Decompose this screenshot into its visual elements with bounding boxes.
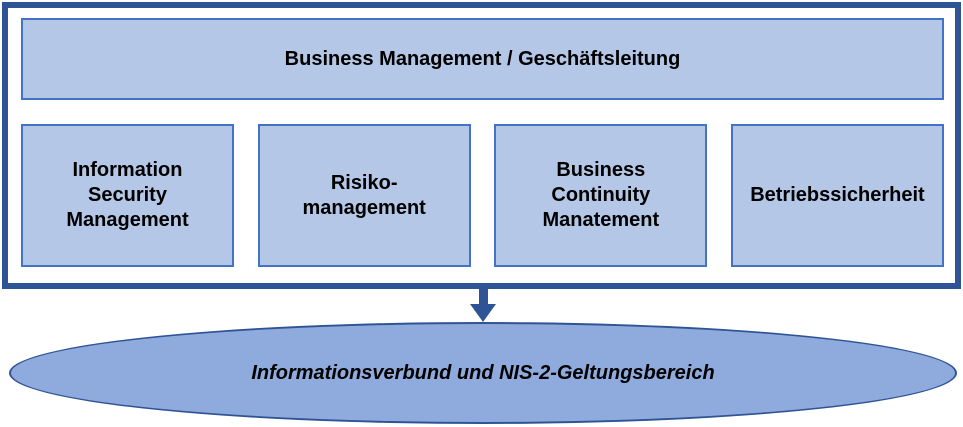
box-information-security-management: Information Security Management (21, 124, 234, 267)
box-label-line: Manatement (542, 209, 660, 231)
business-management-banner: Business Management / Geschäftsleitung (21, 18, 944, 100)
management-system-frame: Business Management / Geschäftsleitung I… (2, 2, 961, 289)
down-arrow-head-icon (470, 304, 496, 322)
business-management-banner-label: Business Management / Geschäftsleitung (284, 47, 681, 70)
management-domains-row: Information Security Management Risiko- … (21, 124, 944, 267)
box-label-line: Information (72, 159, 183, 181)
nis2-scope-ellipse: Informationsverbund und NIS-2-Geltungsbe… (9, 322, 957, 424)
box-label-line: Business (556, 159, 646, 181)
box-risikomanagement: Risiko- management (257, 124, 471, 267)
box-label-line: Risiko- (330, 171, 398, 194)
box-label-line: Management (66, 209, 189, 231)
box-label-line: Continuity (551, 184, 651, 206)
down-arrow-icon (479, 286, 488, 305)
box-label-line: management (302, 196, 426, 219)
box-label-line: Betriebssicherheit (750, 184, 925, 206)
box-label-line: Security (88, 184, 167, 206)
nis2-scope-label: Informationsverbund und NIS-2-Geltungsbe… (251, 361, 715, 384)
box-betriebssicherheit: Betriebssicherheit (730, 124, 944, 267)
box-business-continuity-management: Business Continuity Manatement (494, 124, 708, 267)
